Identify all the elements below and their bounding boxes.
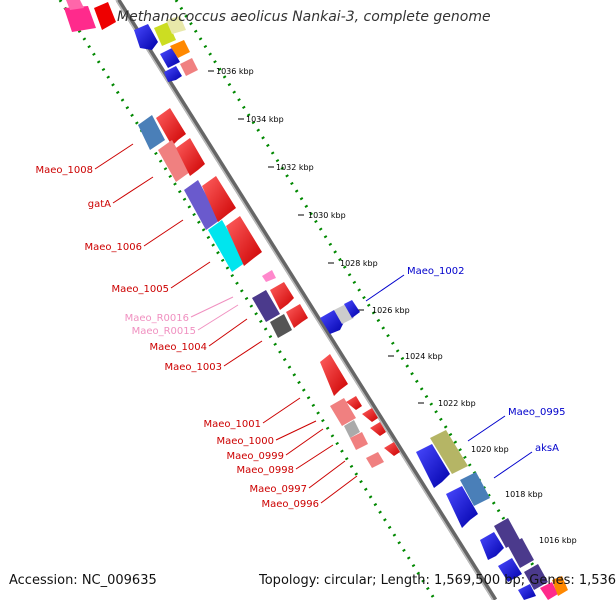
gene-feature[interactable] [184,180,220,230]
gene-feature[interactable] [384,442,400,456]
gene-feature[interactable] [430,430,468,474]
gene-feature[interactable] [270,282,294,310]
gene-label: gatA [88,199,111,210]
gene-feature[interactable] [64,6,96,32]
gene-feature[interactable] [416,444,450,488]
gene-feature[interactable] [164,66,182,82]
gene-feature[interactable] [202,176,236,222]
gene-label: Maeo_1000 [217,436,274,447]
gene-feature[interactable] [460,472,490,506]
gene-feature[interactable] [160,48,180,68]
gene-feature[interactable] [320,354,348,396]
gene-feature[interactable] [166,16,186,34]
tick-label: 1016 kbp [539,536,577,545]
gene-feature[interactable] [226,216,262,266]
tick-label: 1020 kbp [471,445,509,454]
leader-lines [94,143,533,504]
gene-feature[interactable] [208,220,246,272]
gene-feature[interactable] [66,0,84,10]
tick-label: 1018 kbp [505,490,543,499]
gene-label: Maeo_0998 [237,465,294,476]
gene-feature[interactable] [180,58,198,76]
gene-feature[interactable] [270,314,292,338]
outer-dotted-guide [174,0,557,600]
tick-label: 1024 kbp [405,352,443,361]
gene-feature[interactable] [252,290,280,322]
gene-feature[interactable] [330,398,356,426]
genome-backbone-highlight [115,0,494,600]
genome-map: 1036 kbp 1034 kbp 1032 kbp 1030 kbp 1028… [36,0,577,600]
gene-label: Maeo_1002 [407,266,464,277]
genome-backbone [115,0,498,600]
genome-title: Methanococcus aeolicus Nankai-3, complet… [117,9,491,25]
tick-label: 1026 kbp [372,306,410,315]
gene-label: Maeo_1003 [165,362,222,373]
gene-label: Maeo_R0015 [132,326,196,337]
gene-feature[interactable] [480,532,504,560]
gene-feature[interactable] [170,40,190,58]
gene-feature[interactable] [344,300,360,318]
tick-label: 1028 kbp [340,259,378,268]
gene-label: Maeo_0997 [250,484,307,495]
tick-label: 1030 kbp [308,211,346,220]
gene-feature[interactable] [508,538,534,568]
gene-feature[interactable] [446,486,478,528]
gene-feature[interactable] [366,452,384,468]
gene-feature[interactable] [156,108,186,146]
tick-label: 1032 kbp [276,163,314,172]
gene-label: Maeo_1001 [204,419,261,430]
gene-feature[interactable] [498,558,522,582]
topology-text: Topology: circular; Length: 1,569,500 bp… [259,573,616,588]
gene-label: Maeo_0999 [227,451,284,462]
gene-label: Maeo_1005 [112,284,169,295]
gene-feature[interactable] [518,584,536,600]
gene-feature[interactable] [524,564,548,590]
gene-feature[interactable] [138,115,165,150]
gene-label: aksA [535,443,559,454]
gene-label: Maeo_1008 [36,165,93,176]
rna-feature[interactable] [262,270,276,282]
gene-feature[interactable] [134,24,158,50]
gene-label: Maeo_1004 [150,342,207,353]
gene-feature[interactable] [350,432,368,450]
inner-dotted-guide [58,0,437,600]
tick-label: 1036 kbp [216,67,254,76]
gene-label: Maeo_1006 [85,242,142,253]
gene-feature[interactable] [344,420,360,438]
gene-feature[interactable] [334,304,354,324]
gene-feature[interactable] [176,138,205,176]
gene-label: Maeo_0995 [508,407,565,418]
accession-text: Accession: NC_009635 [9,573,157,588]
gene-feature[interactable] [552,576,568,596]
gene-feature[interactable] [370,422,386,436]
gene-feature[interactable] [286,304,308,328]
gene-feature[interactable] [346,396,362,410]
tick-label: 1022 kbp [438,399,476,408]
gene-label: Maeo_0996 [262,499,319,510]
gene-feature[interactable] [494,518,520,548]
gene-feature[interactable] [94,2,116,30]
gene-label: Maeo_R0016 [125,313,189,324]
gene-feature[interactable] [362,408,378,422]
gene-feature[interactable] [158,140,190,182]
tick-label: 1034 kbp [246,115,284,124]
gene-feature[interactable] [540,582,558,600]
